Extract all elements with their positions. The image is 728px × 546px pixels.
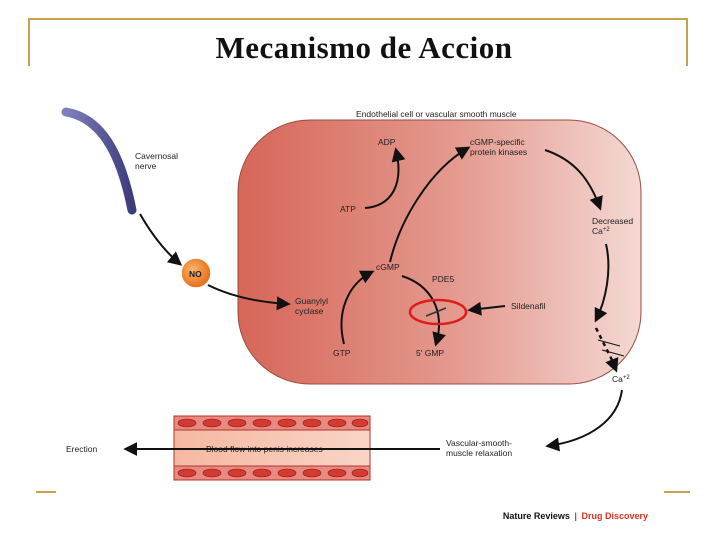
- ca-out-label: Ca+2: [612, 374, 630, 384]
- arrow-ca-out: [605, 357, 619, 373]
- sildenafil-label: Sildenafil: [511, 301, 546, 311]
- frame-bottom-left-line: [36, 491, 56, 493]
- kinases-label: cGMP-specific protein kinases: [470, 137, 527, 157]
- arrow-no-to-cyclase: [207, 284, 291, 311]
- no-molecule: [180, 257, 212, 289]
- cavernosal-nerve-label: Cavernosal nerve: [135, 151, 180, 171]
- arrow-nerve-to-no: [139, 213, 183, 266]
- pde5-inhibition-highlight: [408, 298, 468, 326]
- frame-top-line: [28, 18, 688, 20]
- source-credit: Nature Reviews | Drug Discovery: [503, 511, 648, 521]
- atp-label: ATP: [340, 204, 356, 214]
- relaxation-label: Vascular-smooth- muscle relaxation: [446, 438, 514, 458]
- credit-journal: Nature Reviews: [502, 511, 570, 521]
- decreased-ca-label: Decreased Ca+2: [592, 216, 635, 236]
- guanylyl-cyclase-label: Guanylyl cyclase: [295, 296, 330, 316]
- frame-right-line: [686, 18, 688, 66]
- five-gmp-label: 5' GMP: [416, 348, 444, 358]
- slide-title: Mecanismo de Accion: [215, 30, 513, 65]
- arrow-decreased-ca-down: [594, 243, 610, 323]
- pde5-label: PDE5: [432, 274, 454, 284]
- membrane-tick-2: [601, 349, 625, 357]
- credit-section: Drug Discovery: [581, 511, 648, 521]
- frame-bottom-right-line: [664, 491, 690, 493]
- arrow-ca-to-relaxation: [545, 389, 623, 452]
- ca-channel-dashed: [594, 327, 614, 361]
- cell-body: [237, 119, 642, 385]
- cavernosal-nerve: [61, 107, 137, 215]
- erection-label: Erection: [66, 444, 97, 454]
- inhibition-mark: [425, 307, 447, 317]
- arrow-gtp-to-cgmp: [340, 270, 375, 345]
- arrow-kinases-to-decreased-ca: [544, 149, 603, 211]
- arrow-cgmp-to-kinases: [389, 146, 471, 263]
- gtp-label: GTP: [333, 348, 351, 358]
- membrane-tick-1: [597, 339, 621, 347]
- frame-left-line: [28, 18, 30, 66]
- cell-header-label: Endothelial cell or vascular smooth musc…: [356, 109, 517, 119]
- no-label: NO: [189, 269, 202, 279]
- arrow-sildenafil: [467, 301, 506, 316]
- arrow-atp-to-adp: [364, 147, 406, 209]
- cgmp-label: cGMP: [376, 262, 400, 272]
- adp-label: ADP: [378, 137, 396, 147]
- credit-separator: |: [574, 511, 577, 521]
